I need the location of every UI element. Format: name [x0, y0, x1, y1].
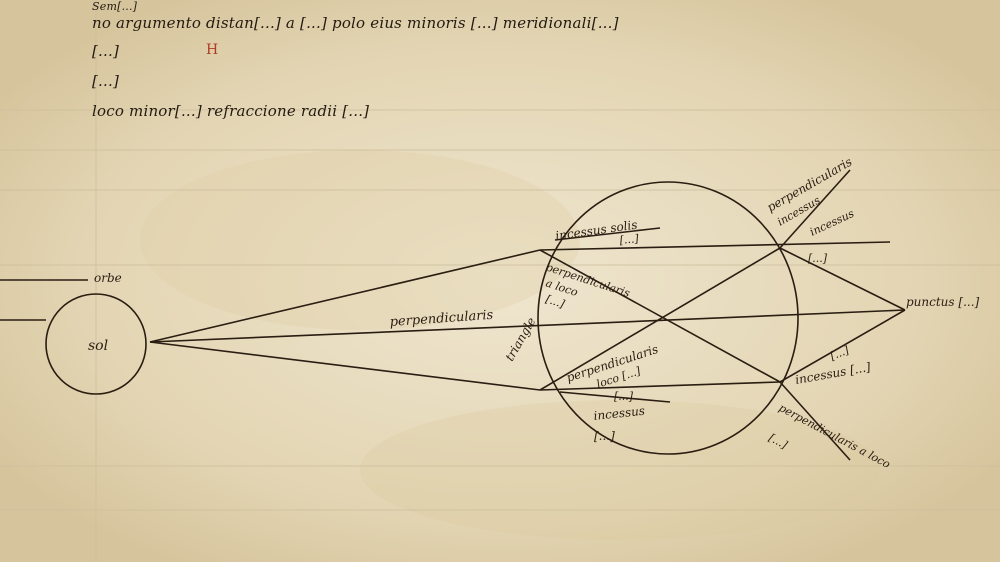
- exit-upper: [779, 247, 906, 311]
- cross-line: [539, 247, 781, 391]
- perp-right-upper: [779, 169, 851, 249]
- upper-chord: [539, 241, 891, 251]
- ray-axis: [149, 309, 906, 343]
- stain-spot: [360, 400, 880, 540]
- lower-left-label: [...]: [614, 390, 634, 403]
- text-line: loco minor[...] refraccione radii [...]: [92, 102, 370, 120]
- text-line: no argumento distan[...] a [...] polo ei…: [92, 14, 619, 32]
- text-line: Sem[...]: [92, 0, 138, 13]
- sun-circle: [45, 293, 147, 395]
- text-line: [...]: [92, 72, 120, 90]
- apex-label: punctus [...]: [906, 295, 980, 309]
- ray-upper: [149, 249, 541, 343]
- upper-left-label: [...]: [619, 232, 640, 247]
- sphere-circle: [537, 181, 799, 455]
- perpendicular-label: perpendicularis: [389, 308, 494, 330]
- lower-chord: [539, 381, 781, 391]
- text-line: [...]: [92, 42, 120, 60]
- lower-left-label: [...]: [594, 429, 615, 443]
- lower-left-label: incessus: [593, 404, 646, 423]
- perp-right-lower: [779, 381, 851, 461]
- orbit-label: orbe: [94, 271, 122, 285]
- chord-inner: [559, 391, 671, 403]
- short-tick: [554, 227, 661, 241]
- rubric-initial: H: [206, 42, 218, 58]
- center-label: [...]: [544, 292, 567, 310]
- cross-line: [539, 249, 781, 383]
- sun-label: sol: [88, 338, 108, 354]
- ray-lower: [149, 341, 541, 391]
- upper-right-label: [...]: [808, 252, 828, 265]
- optics-diagram: [0, 169, 906, 461]
- stain-spot: [140, 150, 580, 330]
- exit-lower: [779, 309, 906, 383]
